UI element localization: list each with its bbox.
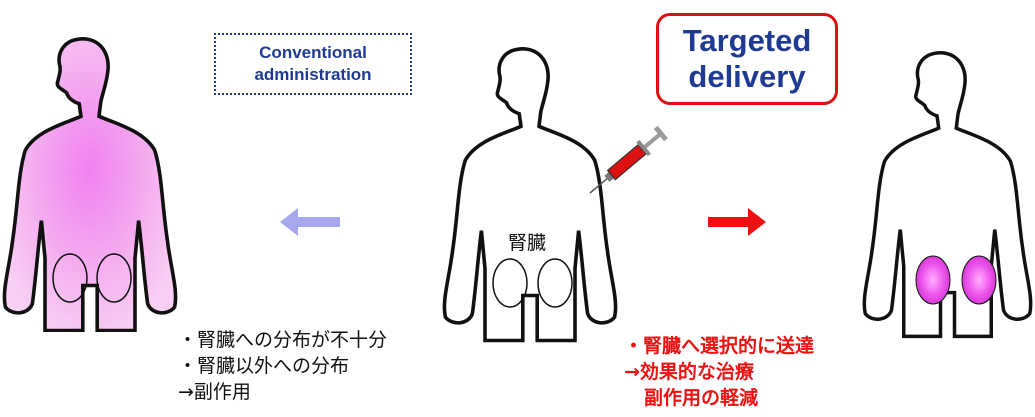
conventional-line2: administration (216, 64, 410, 86)
targeted-line2: delivery (659, 59, 835, 95)
conventional-administration-label: Conventional administration (214, 33, 412, 95)
targeted-note-1: ・腎臓へ選択的に送達 (624, 333, 814, 359)
kidney-label: 腎臓 (508, 228, 546, 255)
left-body-figure (4, 39, 175, 331)
targeted-delivery-label: Targeted delivery (656, 13, 838, 105)
conventional-line1: Conventional (216, 42, 410, 64)
right-body-figure (864, 53, 1030, 337)
center-body-figure (444, 49, 615, 341)
conventional-note-1: ・腎臓への分布が不十分 (178, 327, 387, 353)
right-arrow-icon (708, 208, 766, 236)
targeted-line1: Targeted (659, 23, 835, 59)
targeted-note-3: 副作用の軽減 (624, 385, 814, 411)
conventional-note-3: →副作用 (178, 379, 387, 405)
right-kidney-right (962, 256, 996, 304)
conventional-note-2: ・腎臓以外への分布 (178, 353, 387, 379)
targeted-notes: ・腎臓へ選択的に送達 →効果的な治療 副作用の軽減 (624, 333, 814, 411)
right-kidney-left (916, 256, 950, 304)
conventional-notes: ・腎臓への分布が不十分 ・腎臓以外への分布 →副作用 (178, 327, 387, 405)
left-arrow-icon (280, 208, 340, 236)
targeted-note-2: →効果的な治療 (624, 359, 814, 385)
